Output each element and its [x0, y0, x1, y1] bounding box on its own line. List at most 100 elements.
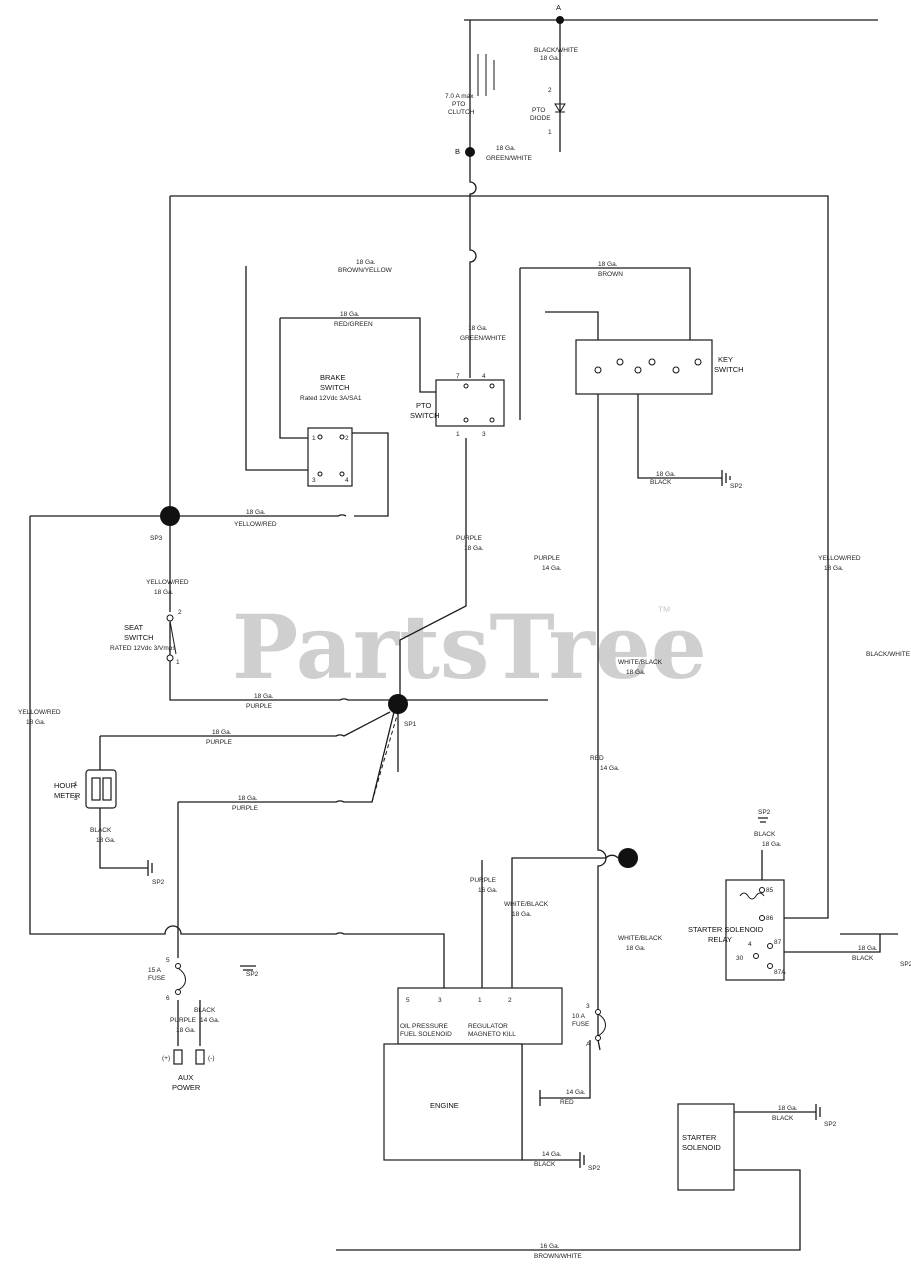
engine-regulator: REGULATOR	[468, 1023, 508, 1030]
wire-red-fuse10-1: RED	[560, 1099, 574, 1106]
aux-power-plus: (+)	[162, 1055, 170, 1062]
hour-meter: 1 3 HOUR METER	[54, 769, 117, 809]
relay-pin-87: 87	[774, 939, 782, 946]
key-switch-label-1: KEY	[718, 355, 733, 364]
pto-clutch-label-1: 7.0 A max	[445, 93, 474, 100]
starter-solenoid-label-2: SOLENOID	[682, 1143, 721, 1152]
wire-black-engine-1: BLACK	[534, 1161, 556, 1168]
wire-black-aux-2: 14 Ga.	[200, 1017, 220, 1024]
pto-diode-pin-1: 1	[548, 129, 552, 136]
svg-text:3: 3	[482, 431, 486, 438]
engine-magneto-kill: MAGNETO KILL	[468, 1031, 516, 1038]
wire-yellow-red-right-2: 18 Ga.	[824, 565, 844, 572]
wire-labels: BLACK/WHITE 18 Ga. GREEN/WHITE 18 Ga. BR…	[18, 47, 911, 1260]
wire-purple-14-2: 14 Ga.	[542, 565, 562, 572]
aux-power-label-2: POWER	[172, 1083, 201, 1092]
pto-switch: 7 4 1 3 PTO SWITCH	[410, 373, 505, 438]
wire-green-white-pto-2: 18 Ga.	[468, 325, 488, 332]
wire-paths	[29, 19, 898, 1251]
aux-power: (+) (-) AUX POWER	[162, 1049, 215, 1092]
svg-text:5: 5	[166, 957, 170, 964]
sp3-label: SP3	[150, 535, 163, 542]
node-b-label: B	[455, 147, 460, 156]
pto-clutch-label-3: CLUTCH	[448, 109, 475, 116]
svg-text:1: 1	[312, 435, 316, 442]
watermark-text: PartsTree	[232, 595, 707, 699]
relay-pin-86: 86	[766, 915, 774, 922]
starter-relay-label-1: STARTER SOLENOID	[688, 925, 764, 934]
fuse15-label-2: FUSE	[148, 975, 166, 982]
wire-purple-16-1: PURPLE	[470, 877, 497, 884]
wire-purple-fuse-2: 18 Ga.	[238, 795, 258, 802]
wire-purple-aux-2: 18 Ga.	[176, 1027, 196, 1034]
starter-relay: 85 86 30 87 87A 4 STARTER SOLENOID RELAY	[688, 879, 786, 981]
pto-clutch: 7.0 A max PTO CLUTCH	[445, 54, 495, 116]
wire-purple-seat-1: PURPLE	[246, 703, 273, 710]
brake-switch-label-1: BRAKE	[320, 373, 345, 382]
wire-white-black-engine-1: WHITE/BLACK	[504, 901, 549, 908]
ground-symbols	[147, 470, 821, 1168]
wire-white-black-fuse-2: 18 Ga.	[626, 945, 646, 952]
relay-pin-87a: 87A	[774, 969, 786, 976]
wire-black-starter-2: 18 Ga.	[778, 1105, 798, 1112]
fuse10-label-2: FUSE	[572, 1021, 590, 1028]
key-switch: KEY SWITCH	[575, 339, 744, 395]
wire-sp2-fuse: SP2	[246, 971, 259, 978]
wire-black-relay-right-2: 18 Ga.	[858, 945, 878, 952]
node-b-dot	[465, 147, 475, 157]
wire-black-white-top-1: BLACK/WHITE	[534, 47, 579, 54]
wire-red-14-2: 14 Ga.	[600, 765, 620, 772]
wire-black-key-1: BLACK	[650, 479, 672, 486]
seat-switch-label-1: SEAT	[124, 623, 143, 632]
wire-sp2-engine: SP2	[588, 1165, 601, 1172]
engine-title: ENGINE	[430, 1101, 459, 1110]
wire-purple-hour-2: 18 Ga.	[212, 729, 232, 736]
svg-text:1: 1	[74, 781, 78, 788]
wire-red-14-1: RED	[590, 755, 604, 762]
hour-meter-label-1: HOUR	[54, 781, 77, 790]
node-a-label: A	[556, 3, 561, 12]
pto-switch-label-2: SWITCH	[410, 411, 440, 420]
wire-white-black-engine-2: 18 Ga.	[512, 911, 532, 918]
pto-diode-pin-2: 2	[548, 87, 552, 94]
wire-yellow-red-sp3-1: YELLOW/RED	[234, 521, 277, 528]
fuse-15a: 5 6 15 A FUSE	[148, 957, 186, 1002]
pto-diode: PTO DIODE 1 2	[530, 87, 566, 136]
svg-text:2: 2	[178, 609, 182, 616]
pto-diode-label-2: DIODE	[530, 115, 551, 122]
watermark-trademark: ™	[657, 603, 671, 619]
wire-purple-pto-2: 18 Ga.	[464, 545, 484, 552]
wire-black-starter-1: BLACK	[772, 1115, 794, 1122]
wire-red-green-2: 18 Ga.	[340, 311, 360, 318]
starter-solenoid-label-1: STARTER	[682, 1133, 717, 1142]
svg-text:4: 4	[482, 373, 486, 380]
wire-sp2-starter: SP2	[824, 1121, 837, 1128]
fuse15-label-1: 15 A	[148, 967, 162, 974]
pto-clutch-label-2: PTO	[452, 101, 465, 108]
wire-brown-white-1: BROWN/WHITE	[534, 1253, 582, 1260]
wire-purple-aux-1: PURPLE	[170, 1017, 197, 1024]
svg-text:3: 3	[586, 1003, 590, 1010]
wire-sp2-key: SP2	[730, 483, 743, 490]
wire-yellow-red-left-1: YELLOW/RED	[18, 709, 61, 716]
wire-yellow-red-seat-1: YELLOW/RED	[146, 579, 189, 586]
wire-purple-fuse-1: PURPLE	[232, 805, 259, 812]
wire-black-engine-2: 14 Ga.	[542, 1151, 562, 1158]
wire-purple-seat-2: 18 Ga.	[254, 693, 274, 700]
wire-yellow-red-left-2: 18 Ga.	[26, 719, 46, 726]
wire-black-relay-right-1: BLACK	[852, 955, 874, 962]
wire-green-white-b-1: GREEN/WHITE	[486, 155, 533, 162]
wire-brown-yellow-2: 18 Ga.	[356, 259, 376, 266]
engine-pin-num-1: 5	[406, 997, 410, 1004]
starter-solenoid: STARTER SOLENOID	[677, 1103, 735, 1191]
wire-brown-2: 18 Ga.	[598, 261, 618, 268]
seat-switch-label-2: SWITCH	[124, 633, 154, 642]
wire-green-white-pto-1: GREEN/WHITE	[460, 335, 507, 342]
wire-sp2-relay-right: SP2	[900, 961, 911, 968]
svg-text:A: A	[586, 1041, 591, 1048]
brake-switch-label-2: SWITCH	[320, 383, 350, 392]
relay-pin-85: 85	[766, 887, 774, 894]
sp1-dot	[388, 694, 408, 714]
pto-diode-label-1: PTO	[532, 107, 545, 114]
starter-relay-label-2: RELAY	[708, 935, 732, 944]
